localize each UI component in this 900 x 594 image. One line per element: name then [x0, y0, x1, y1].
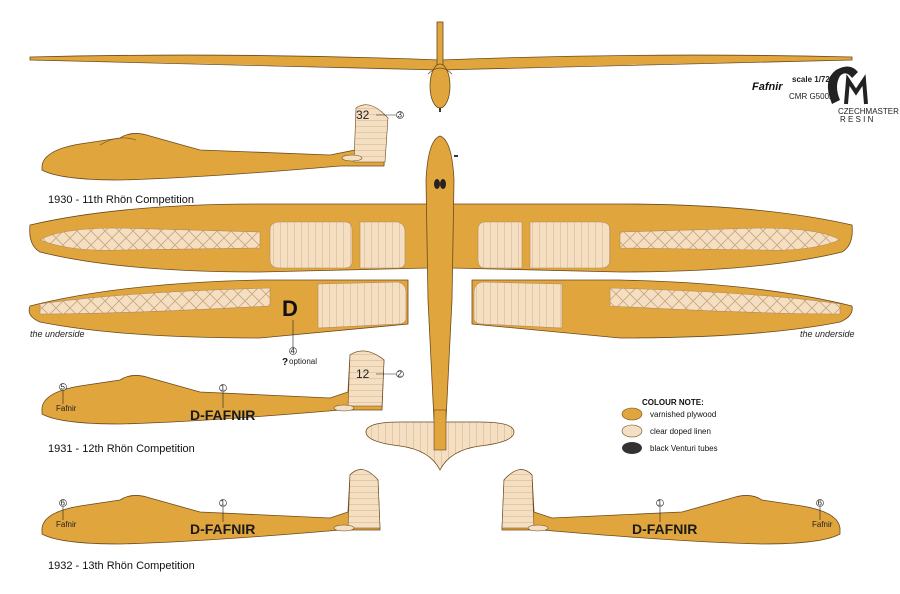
front-view [29, 21, 853, 112]
nose-text-1931: Fafnir [56, 404, 77, 413]
profile-1932: D-FAFNIR Fafnir 6 1 1932 - 13th Rhön Com… [41, 469, 381, 572]
callout-nose-1932: 6 [61, 499, 66, 508]
callout-mid-1931: 1 [221, 384, 226, 393]
callout-1930: 3 [398, 111, 403, 120]
svg-text:?: ? [282, 357, 288, 368]
scale-label: scale 1/72 [792, 75, 830, 84]
callout-fin-1931: 2 [398, 370, 403, 379]
caption-1932: 1932 - 13th Rhön Competition [48, 560, 195, 572]
brand-logo: CZECHMASTER R E S I N [827, 66, 899, 124]
colour-legend: COLOUR NOTE: varnished plywood clear dop… [621, 398, 718, 454]
profile-1930: 32 3 1930 - 11th Rhön Competition [41, 104, 404, 206]
callout-mid-1932: 1 [221, 499, 226, 508]
caption-1931: 1931 - 12th Rhön Competition [48, 443, 195, 455]
optional-text: optional [289, 357, 317, 366]
optional-callout: 4 [291, 347, 296, 356]
underside-marking: D [282, 296, 298, 321]
profile-1931: 12 D-FAFNIR Fafnir 5 1 2 1931 - 12th Rhö… [41, 350, 404, 455]
profile-1932-right: D-FAFNIR Fafnir 6 1 [501, 469, 841, 545]
legend-title: COLOUR NOTE: [642, 398, 704, 407]
model-title: Fafnir [752, 81, 783, 93]
plan-view [29, 135, 853, 471]
caption-1930: 1930 - 11th Rhön Competition [48, 194, 194, 206]
brand-subtitle-2: R E S I N [840, 115, 874, 124]
underside-view: D 4 ? optional the underside the undersi… [28, 279, 855, 368]
kit-code: CMR G5002 [789, 92, 834, 101]
underside-label-left: the underside [30, 329, 85, 339]
callout-nose-1932-right: 6 [818, 499, 823, 508]
brand-subtitle: CZECHMASTER [838, 107, 899, 116]
fin-number-1931: 12 [356, 367, 370, 381]
callout-mid-1932-right: 1 [658, 499, 663, 508]
nose-text-1932: Fafnir [56, 520, 77, 529]
registration-1932-right: D-FAFNIR [632, 521, 697, 537]
registration-1932: D-FAFNIR [190, 521, 255, 537]
header-block: Fafnir scale 1/72 CMR G5002 CZECHMASTER … [752, 66, 899, 124]
callout-nose-1931: 5 [61, 383, 66, 392]
legend-label-linen: clear doped linen [650, 427, 711, 436]
underside-label-right: the underside [800, 329, 855, 339]
legend-swatch-plywood [621, 407, 643, 421]
legend-label-venturi: black Venturi tubes [650, 444, 718, 453]
legend-label-plywood: varnished plywood [650, 410, 716, 419]
legend-swatch-venturi [622, 442, 642, 454]
registration-1931: D-FAFNIR [190, 407, 255, 423]
fin-number-1930: 32 [356, 108, 370, 122]
nose-text-1932-right: Fafnir [812, 520, 833, 529]
legend-swatch-linen [621, 424, 643, 438]
